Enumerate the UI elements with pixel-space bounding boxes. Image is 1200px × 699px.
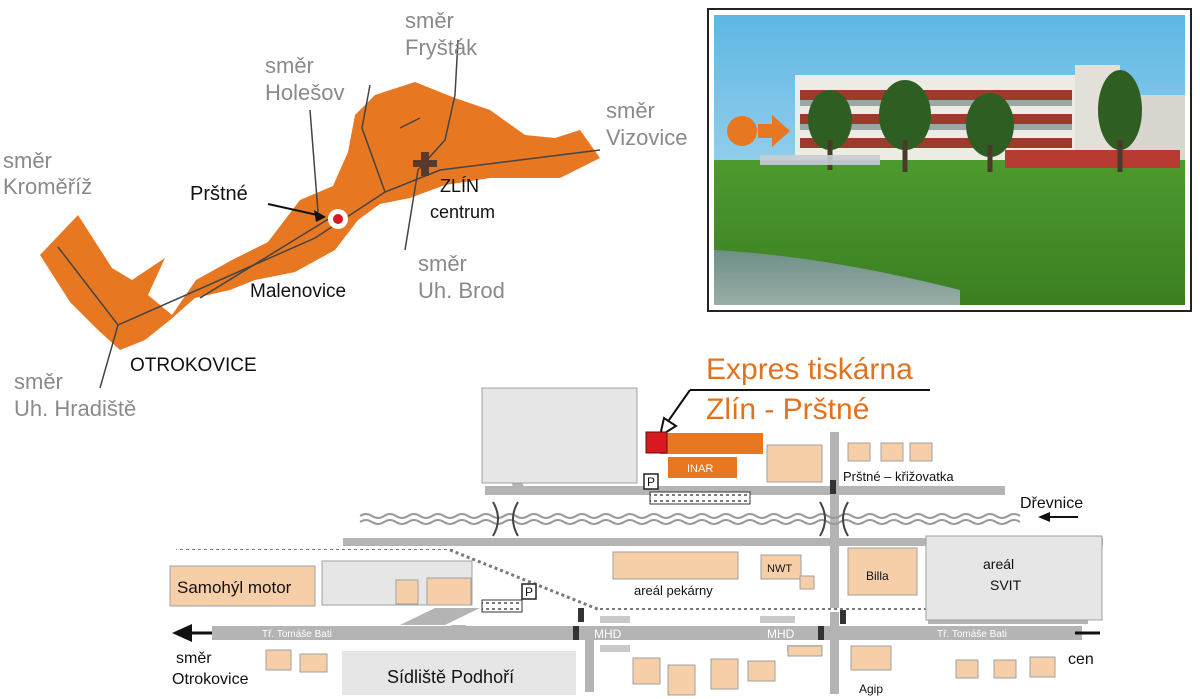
headline-zlin-prstne: Zlín - Prštné	[706, 393, 869, 426]
prstne-marker-dot	[333, 214, 343, 224]
label-trida-left: Tř. Tomáše Bati	[262, 629, 332, 640]
expres-tiskarna-building	[645, 431, 668, 454]
photo-arrow-icon	[758, 115, 790, 147]
river-flow-arrowhead-icon	[1038, 512, 1050, 522]
place-zlin-centrum: centrum	[430, 202, 495, 222]
label-mhd-left: MHD	[594, 627, 622, 641]
regional-map: směr Fryšták směr Holešov směr Vizovice …	[3, 8, 688, 421]
direction-uh-hradiste: směr Uh. Hradiště	[14, 369, 136, 421]
label-areal-pekarny: areál pekárny	[634, 583, 713, 598]
direction-uh-brod: směr Uh. Brod	[418, 251, 505, 303]
label-agip: Agip	[859, 682, 883, 696]
svg-text:P: P	[525, 585, 533, 599]
svg-text:P: P	[647, 475, 655, 489]
traffic-light-icons	[573, 480, 846, 640]
label-drevnice: Dřevnice	[1020, 495, 1083, 512]
label-sidliste-podhori: Sídliště Podhoří	[387, 667, 514, 687]
label-prstne-krizovatka: Prštné – křižovatka	[843, 469, 954, 484]
parking-icon: P	[643, 473, 659, 490]
place-prstne: Prštné	[190, 183, 248, 205]
local-map: Expres tiskárna Zlín - Prštné	[169, 353, 1103, 696]
otrokovice-arrowhead-icon	[172, 624, 192, 642]
regional-roads	[57, 39, 601, 389]
parking-strips	[481, 491, 751, 613]
river-drevnice-lower	[359, 519, 1021, 525]
direction-holesov: směr Holešov	[265, 53, 344, 105]
label-areal-svit: areál SVIT	[983, 556, 1022, 593]
label-inar: INAR	[687, 463, 713, 475]
photo-marker-icon	[727, 116, 757, 146]
label-billa: Billa	[866, 569, 889, 583]
direction-vizovice: směr Vizovice	[606, 98, 688, 150]
label-nwt: NWT	[767, 563, 792, 575]
orange-buildings	[660, 433, 763, 478]
label-mhd-right: MHD	[767, 627, 795, 641]
bridges	[492, 501, 849, 537]
label-samohyl-motor: Samohýl motor	[177, 578, 292, 597]
place-zlin: ZLÍN	[440, 176, 479, 196]
beige-buildings	[169, 442, 1056, 696]
railway-diagonal	[449, 548, 601, 612]
headline-expres-tiskarna: Expres tiskárna	[706, 353, 913, 386]
river-drevnice	[359, 513, 1021, 519]
building-photo	[707, 8, 1192, 312]
label-trida-right: Tř. Tomáše Bati	[937, 629, 1007, 640]
direction-kromeriz: směr Kroměříž	[3, 148, 92, 199]
zlin-center-cross-icon	[413, 152, 437, 176]
label-smer-otrokovice: směr Otrokovice	[172, 650, 249, 688]
place-otrokovice: OTROKOVICE	[130, 355, 257, 376]
label-centrum: cen	[1068, 651, 1094, 668]
prstne-arrow-icon	[267, 203, 323, 217]
railway-upper	[176, 549, 456, 553]
prstne-arrowhead-icon	[314, 210, 326, 222]
place-malenovice: Malenovice	[250, 281, 346, 302]
parking-icon-2: P	[521, 583, 537, 600]
direction-frystak: směr Fryšták	[405, 8, 478, 60]
